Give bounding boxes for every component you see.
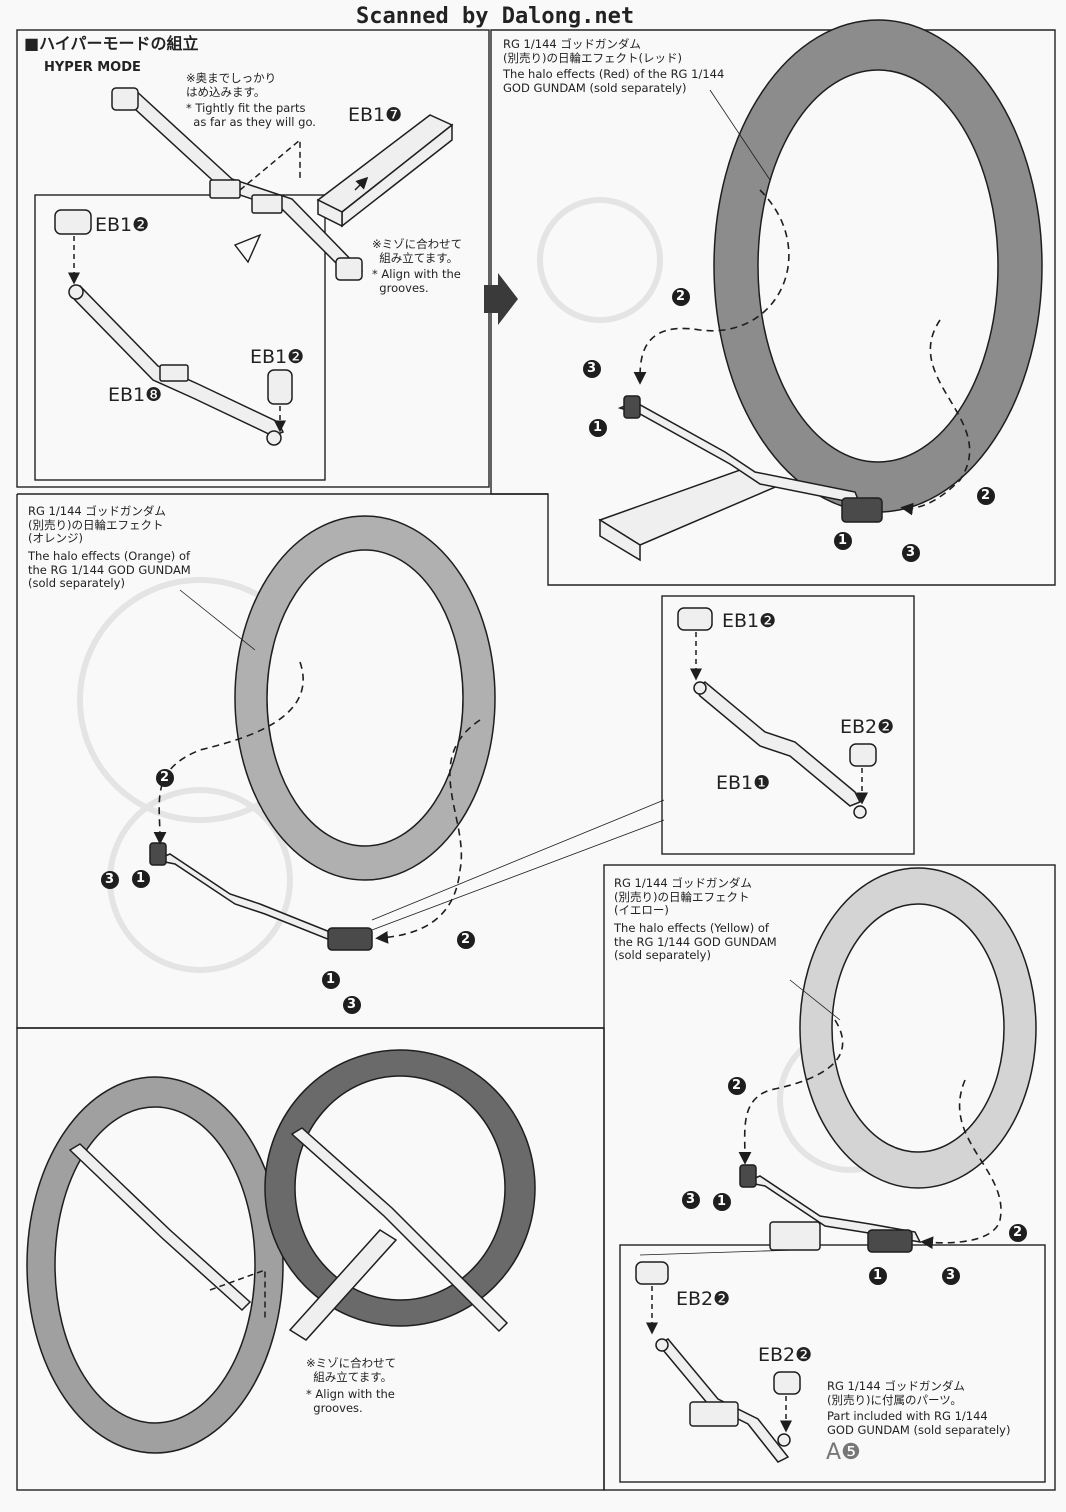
note-grooves-jp: ※ミゾに合わせて 組み立てます。: [372, 237, 463, 265]
yellow-stand: [739, 1164, 922, 1253]
step-badge-2: [977, 487, 995, 505]
step-badge-2: [156, 769, 174, 787]
part-label-eb2-2: EB2❷: [676, 1288, 731, 1310]
step-number: 3: [906, 545, 916, 560]
step-number: 2: [461, 932, 471, 947]
next-step-arrow: [484, 273, 518, 325]
step-badge-3: [101, 871, 119, 889]
eb1-upper-rod: [111, 87, 364, 281]
note-grooves-jp-2: ※ミゾに合わせて 組み立てます。: [306, 1356, 397, 1384]
step-number: 3: [105, 872, 115, 887]
part-label-eb1-8: EB1❽: [108, 384, 163, 406]
step-number: 1: [838, 533, 848, 548]
panel-hyper-mode: [16, 29, 490, 488]
final-halo-left: [26, 1076, 284, 1454]
step-badge-3: [583, 360, 601, 378]
panel-orange-inset: [661, 595, 915, 855]
halo-yellow-caption-jp: RG 1/144 ゴッドガンダム (別売り)の日輪エフェクト (イエロー): [614, 876, 752, 918]
note-grooves-en-2: * Align with the grooves.: [306, 1387, 395, 1415]
orange-stand: [149, 842, 373, 951]
halo-red: [713, 19, 1043, 513]
panel-included-parts: [619, 1244, 1046, 1483]
halo-orange-caption-jp: RG 1/144 ゴッドガンダム (別売り)の日輪エフェクト (オレンジ): [28, 504, 166, 546]
final-rods: [68, 1127, 509, 1341]
part-label-a5: A❺: [826, 1440, 861, 1465]
halo-orange: [234, 515, 496, 881]
step-badges: [101, 288, 1027, 1285]
eb1-2-part-right: [267, 369, 293, 405]
part-label-eb1-2: EB1❷: [250, 346, 305, 368]
included-parts-caption-en: Part included with RG 1/144 GOD GUNDAM (…: [827, 1409, 1011, 1437]
part-label-eb2-2: EB2❷: [840, 716, 895, 738]
step-badge-1: [869, 1267, 887, 1285]
step-number: 3: [587, 361, 597, 376]
eb1-2-part-top: [54, 209, 92, 235]
step-number: 3: [946, 1268, 956, 1283]
step-badge-3: [682, 1191, 700, 1209]
watermark: Scanned by Dalong.net: [356, 4, 635, 29]
included-parts-caption-jp: RG 1/144 ゴッドガンダム (別売り)に付属のパーツ。: [827, 1379, 965, 1407]
step-number: 2: [1013, 1225, 1023, 1240]
step-badge-1: [132, 870, 150, 888]
step-badge-2: [728, 1077, 746, 1095]
step-number: 1: [136, 871, 146, 886]
step-number: 2: [160, 770, 170, 785]
section-title-en: HYPER MODE: [44, 60, 141, 75]
step-number: 1: [873, 1268, 883, 1283]
step-badge-2: [672, 288, 690, 306]
part-label-eb2-2: EB2❷: [758, 1344, 813, 1366]
step-number: 2: [732, 1078, 742, 1093]
step-badge-3: [343, 996, 361, 1014]
step-number: 1: [593, 420, 603, 435]
step-number: 3: [347, 997, 357, 1012]
part-label-eb1-2: EB1❷: [722, 610, 777, 632]
halo-red-caption-en: The halo effects (Red) of the RG 1/144 G…: [503, 67, 725, 95]
step-number: 2: [981, 488, 991, 503]
step-number: 2: [676, 289, 686, 304]
note-tight-fit-en: * Tightly fit the parts as far as they w…: [186, 101, 316, 129]
panel-yellow-halo: [603, 864, 1056, 1491]
halo-yellow: [799, 867, 1037, 1189]
halo-red-caption-jp: RG 1/144 ゴッドガンダム (別売り)の日輪エフェクト(レッド): [503, 37, 682, 65]
step-badge-1: [589, 419, 607, 437]
halo-orange-caption-en: The halo effects (Orange) of the RG 1/14…: [28, 549, 191, 591]
panel-eb1-inset: [34, 194, 326, 481]
step-badge-1: [713, 1193, 731, 1211]
part-label-eb1-2: EB1❷: [95, 214, 150, 236]
part-label-eb1-1: EB1❶: [716, 772, 771, 794]
included-parts-art: [635, 1261, 801, 1463]
part-label-eb1-7: EB1❼: [348, 104, 403, 126]
step-number: 1: [717, 1194, 727, 1209]
note-tight-fit-jp: ※奥までしっかり はめ込みます。: [186, 71, 277, 99]
step-badge-2: [1009, 1224, 1027, 1242]
halo-yellow-caption-en: The halo effects (Yellow) of the RG 1/14…: [614, 921, 777, 963]
step-badge-1: [322, 971, 340, 989]
fit-dashed-line: [239, 138, 301, 191]
step-badge-3: [942, 1267, 960, 1285]
step-badge-1: [834, 532, 852, 550]
note-grooves-en: * Align with the grooves.: [372, 267, 461, 295]
panel-frames: [16, 29, 1056, 1491]
step-number: 1: [326, 972, 336, 987]
step-number: 3: [686, 1192, 696, 1207]
step-badge-2: [457, 931, 475, 949]
eb1-7-bracket: [316, 114, 454, 228]
final-halo-right: [264, 1049, 536, 1327]
red-stand: [598, 395, 883, 562]
inset-eb-parts: [677, 607, 877, 819]
step-badge-3: [902, 544, 920, 562]
section-title-jp: ■ハイパーモードの組立: [24, 34, 199, 53]
